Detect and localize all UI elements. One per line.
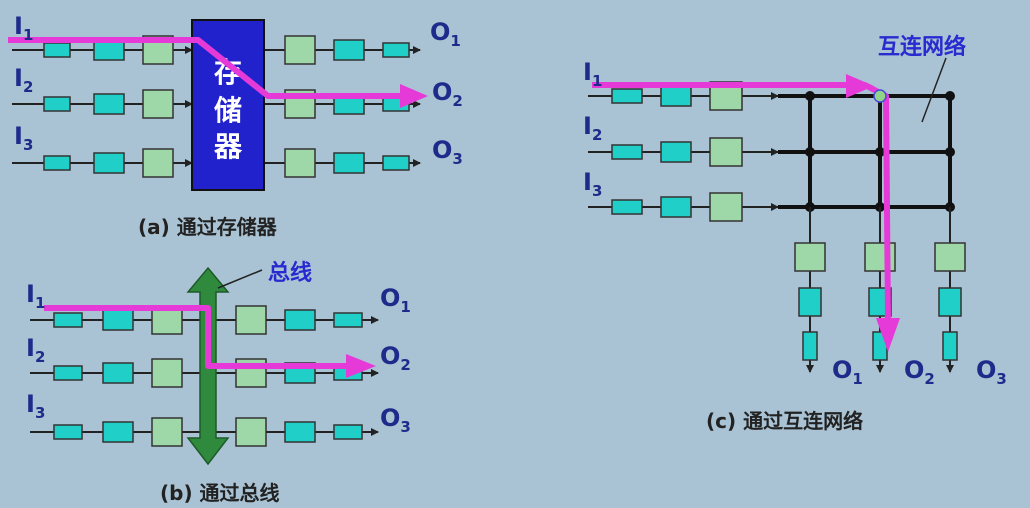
caption-c: (c) 通过互连网络 xyxy=(706,409,863,433)
buffer-box xyxy=(53,365,83,381)
buffer-box xyxy=(333,312,363,328)
panel-c-path-arrowhead-right xyxy=(846,74,874,98)
buffer-box xyxy=(284,35,316,65)
network-label: 互连网络 xyxy=(878,34,966,60)
output-label: O2 xyxy=(380,342,411,374)
output-label: O2 xyxy=(432,78,463,110)
buffer-box xyxy=(284,421,316,443)
input-label: I2 xyxy=(26,334,45,366)
buffer-box xyxy=(660,141,692,163)
buffer-box xyxy=(93,152,125,174)
crossbar-node xyxy=(945,147,955,157)
crossbar-node xyxy=(805,147,815,157)
memory-char: 器 xyxy=(213,130,243,163)
buffer-box xyxy=(333,424,363,440)
panel-c-input-buffers xyxy=(611,81,743,222)
buffer-box xyxy=(709,137,743,167)
output-label: O3 xyxy=(432,136,463,168)
output-label: O3 xyxy=(380,404,411,436)
input-label: I1 xyxy=(583,58,602,90)
panel-b-buffers xyxy=(53,305,363,447)
input-label: I3 xyxy=(14,122,33,154)
buffer-box xyxy=(798,287,822,317)
buffer-box xyxy=(235,417,267,447)
output-label: O1 xyxy=(430,18,461,50)
input-label: I1 xyxy=(14,12,33,44)
panel-a-path xyxy=(8,37,405,99)
buffer-box xyxy=(794,242,826,272)
panel-c-path-arrowhead-down xyxy=(876,318,900,352)
buffer-box xyxy=(93,93,125,115)
caption-b: (b) 通过总线 xyxy=(160,481,280,505)
crossbar-node xyxy=(945,91,955,101)
buffer-box xyxy=(235,305,267,335)
input-label: I2 xyxy=(14,64,33,96)
buffer-box xyxy=(53,312,83,328)
buffer-box xyxy=(151,417,183,447)
buffer-box xyxy=(333,39,365,61)
panel-a: 存 储 器 I1 I2 I3 O1 O2 O3 (a) 通过存储器 xyxy=(8,12,463,239)
output-label: O1 xyxy=(832,356,863,388)
buffer-box xyxy=(284,148,316,178)
buffer-box xyxy=(802,331,818,361)
buffer-box xyxy=(284,309,316,331)
buffer-box xyxy=(660,196,692,218)
buffer-box xyxy=(382,42,410,58)
network-label-pointer xyxy=(921,57,947,123)
bus-label-pointer xyxy=(217,269,263,289)
bus-label: 总线 xyxy=(268,260,312,286)
crossbar-node xyxy=(805,91,815,101)
input-label: I3 xyxy=(583,168,602,200)
buffer-box xyxy=(382,155,410,171)
buffer-box xyxy=(151,358,183,388)
buffer-box xyxy=(938,287,962,317)
panel-a-buffers xyxy=(43,35,410,178)
buffer-box xyxy=(611,199,643,215)
buffer-box xyxy=(333,152,365,174)
output-label: O3 xyxy=(976,356,1007,388)
input-label: I1 xyxy=(26,280,45,312)
switch-point xyxy=(873,89,887,103)
buffer-box xyxy=(102,362,134,384)
crossbar-node xyxy=(875,147,885,157)
buffer-box xyxy=(660,85,692,107)
buffer-box xyxy=(611,144,643,160)
output-label: O2 xyxy=(904,356,935,388)
panel-b: 总线 I1 I2 I3 O1 O2 O3 (b) 通过总线 xyxy=(26,260,411,505)
buffer-box xyxy=(43,155,71,171)
buffer-box xyxy=(102,309,134,331)
panel-b-path-arrowhead xyxy=(346,354,376,378)
buffer-box xyxy=(43,42,71,58)
memory-char: 储 xyxy=(214,94,242,127)
buffer-box xyxy=(53,424,83,440)
buffer-box xyxy=(611,88,643,104)
caption-a: (a) 通过存储器 xyxy=(138,215,278,239)
buffer-box xyxy=(102,421,134,443)
panel-c-path xyxy=(592,82,891,323)
panel-c: 互连网络 I1 I2 I3 O1 O2 O3 (c) 通过互连网络 xyxy=(583,34,1007,433)
input-label: I3 xyxy=(26,390,45,422)
buffer-box xyxy=(709,192,743,222)
output-label: O1 xyxy=(380,284,411,316)
input-label: I2 xyxy=(583,112,602,144)
buffer-box xyxy=(43,96,71,112)
buffer-box xyxy=(934,242,966,272)
panel-a-path-arrowhead xyxy=(400,84,428,108)
buffer-box xyxy=(142,148,174,178)
buffer-box xyxy=(142,89,174,119)
panel-c-output-buffers xyxy=(794,242,966,361)
buffer-box xyxy=(942,331,958,361)
panel-b-path xyxy=(44,305,350,369)
